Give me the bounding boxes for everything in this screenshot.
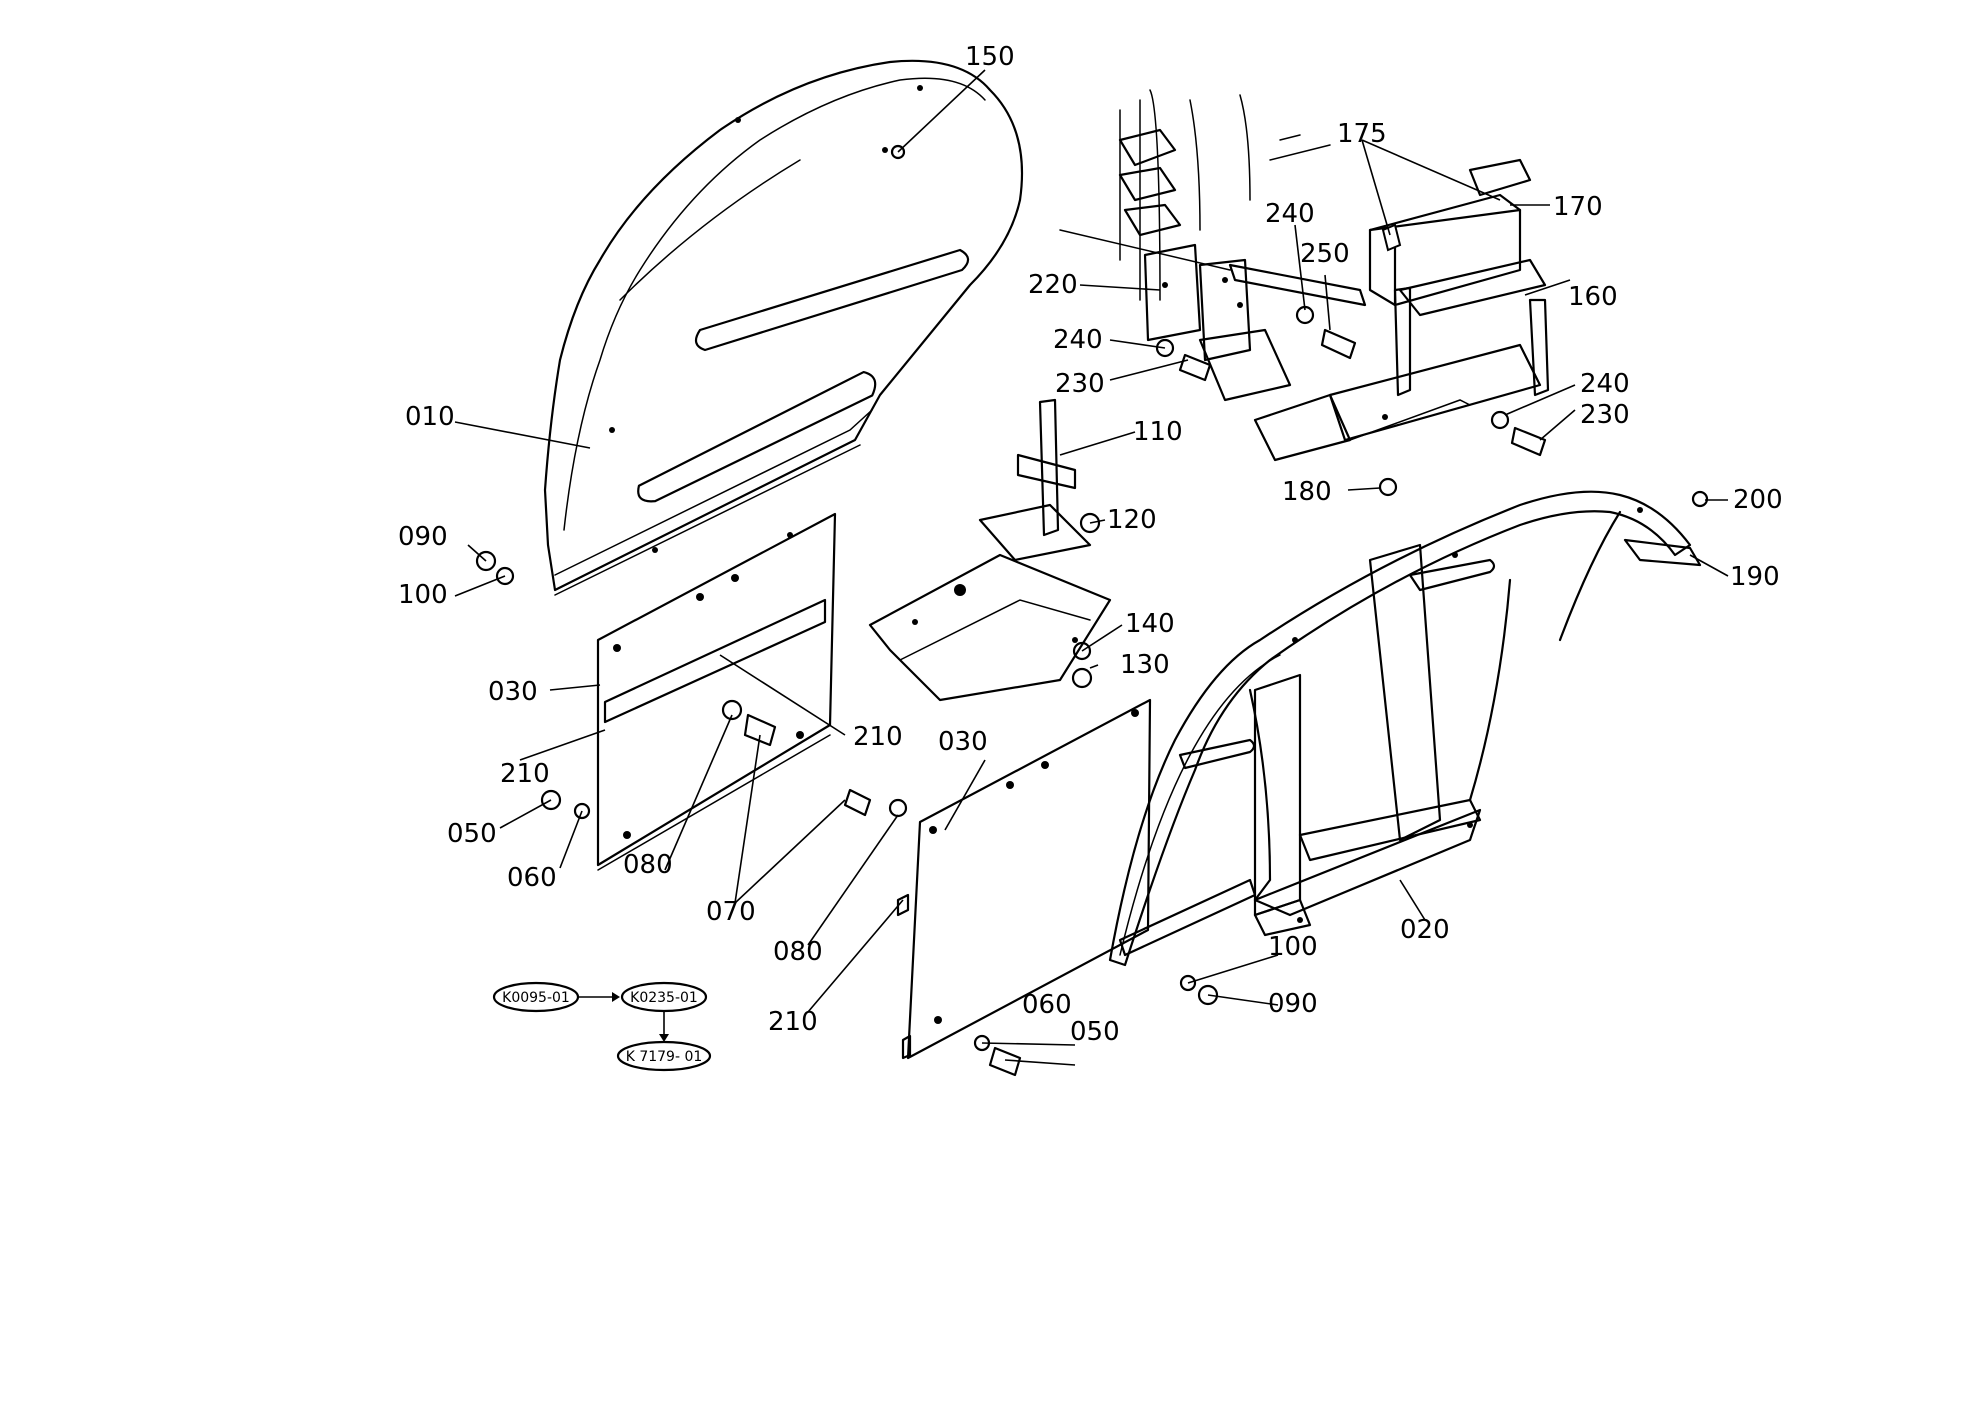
right-cover-plate-030 [896, 698, 1152, 1060]
label-170: 170 [1553, 192, 1603, 222]
label-190: 190 [1730, 562, 1780, 592]
washer-240-a [1155, 338, 1175, 358]
ref-label-1: K0095-01 [502, 990, 570, 1006]
label-250: 250 [1300, 239, 1350, 269]
ref-oval-3 [616, 1040, 712, 1072]
label-060-left: 060 [507, 863, 557, 893]
nut-090-left [475, 550, 497, 572]
label-110: 110 [1133, 417, 1183, 447]
nut-090-right [1197, 984, 1219, 1006]
label-100-left: 100 [398, 580, 448, 610]
leader-lines [454, 69, 1729, 1066]
label-090-left: 090 [398, 522, 448, 552]
bolt-230-a [1178, 353, 1212, 382]
washer-080-left [721, 699, 743, 721]
left-cover-plate-030 [596, 512, 837, 871]
rear-frame-assembly [1059, 89, 1550, 462]
label-210-a: 210 [500, 759, 550, 789]
label-210-c: 210 [768, 1007, 818, 1037]
label-175: 175 [1337, 119, 1387, 149]
bolt-250 [1320, 328, 1357, 360]
label-240-a: 240 [1265, 199, 1315, 229]
label-080-left: 080 [623, 850, 673, 880]
label-100-right: 100 [1268, 932, 1318, 962]
washer-240-c [1490, 410, 1510, 430]
washer-100-right [1179, 974, 1197, 992]
bolt-180 [1378, 477, 1398, 497]
bolt-050-left [540, 789, 562, 811]
label-150: 150 [965, 42, 1015, 72]
label-120: 120 [1107, 505, 1157, 535]
label-030-right: 030 [938, 727, 988, 757]
label-090-right: 090 [1268, 989, 1318, 1019]
label-230-b: 230 [1580, 400, 1630, 430]
label-200: 200 [1733, 485, 1783, 515]
label-060-right: 060 [1022, 990, 1072, 1020]
seat-bracket-110 [868, 398, 1112, 702]
bolt-070-left [743, 713, 777, 747]
label-160: 160 [1568, 282, 1618, 312]
label-210-b: 210 [853, 722, 903, 752]
washer-060-left [573, 802, 591, 820]
bolt-230-b [1510, 426, 1547, 457]
part-labels: 010 020 030 030 050 050 060 060 070 080 … [398, 42, 1783, 1047]
washer-140 [1072, 641, 1092, 661]
label-020: 020 [1400, 915, 1450, 945]
washer-100-left [495, 566, 515, 586]
label-240-b: 240 [1053, 325, 1103, 355]
bolt-070-right [843, 788, 872, 817]
nut-130 [1071, 667, 1093, 689]
label-220: 220 [1028, 270, 1078, 300]
label-030-left: 030 [488, 677, 538, 707]
reference-flow: K0095-01 K0235-01 K 7179- 01 [492, 981, 712, 1072]
bolt-050-right [988, 1046, 1022, 1077]
label-080-right: 080 [773, 937, 823, 967]
ref-label-3: K 7179- 01 [626, 1049, 703, 1065]
label-130: 130 [1120, 650, 1170, 680]
label-050-left: 050 [447, 819, 497, 849]
knob-120 [1079, 512, 1101, 534]
washer-080-right [888, 798, 908, 818]
label-050-right: 050 [1070, 1017, 1120, 1047]
ref-label-2: K0235-01 [630, 990, 698, 1006]
label-240-c: 240 [1580, 369, 1630, 399]
right-fender-020 [1108, 490, 1702, 967]
label-180: 180 [1282, 477, 1332, 507]
label-230-a: 230 [1055, 369, 1105, 399]
label-140: 140 [1125, 609, 1175, 639]
left-fender-010 [543, 59, 1024, 596]
bolt-200 [1691, 490, 1709, 508]
pin-150 [890, 144, 906, 160]
hardware [475, 144, 1709, 1077]
label-070: 070 [706, 897, 756, 927]
label-010: 010 [405, 402, 455, 432]
